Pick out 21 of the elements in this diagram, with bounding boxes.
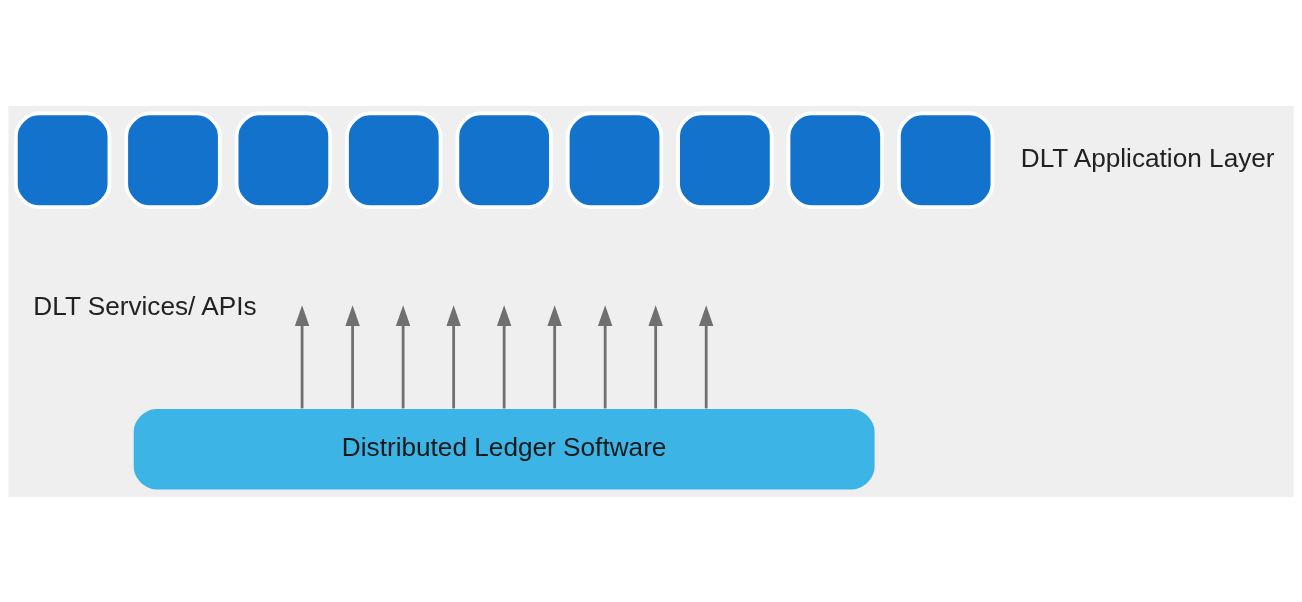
node-box — [14, 111, 112, 209]
arrow — [597, 304, 613, 408]
arrow — [345, 304, 360, 408]
arrow — [446, 304, 461, 408]
arrow — [294, 304, 310, 408]
node-box — [124, 111, 222, 209]
node-box — [786, 111, 884, 209]
node-box — [565, 111, 664, 209]
node-box — [234, 111, 333, 209]
label: DLT Services/ APIs — [33, 290, 257, 321]
node-box — [455, 111, 553, 209]
arrow — [547, 304, 562, 408]
arrow — [395, 304, 411, 408]
node-box — [345, 111, 443, 209]
label: DLT Application Layer — [1020, 142, 1275, 173]
arrow — [648, 304, 663, 408]
arrow — [496, 304, 512, 408]
node-box — [897, 111, 995, 209]
arrow — [698, 304, 714, 408]
node-box — [676, 111, 774, 209]
node-box: Distributed Ledger Software — [133, 408, 875, 489]
